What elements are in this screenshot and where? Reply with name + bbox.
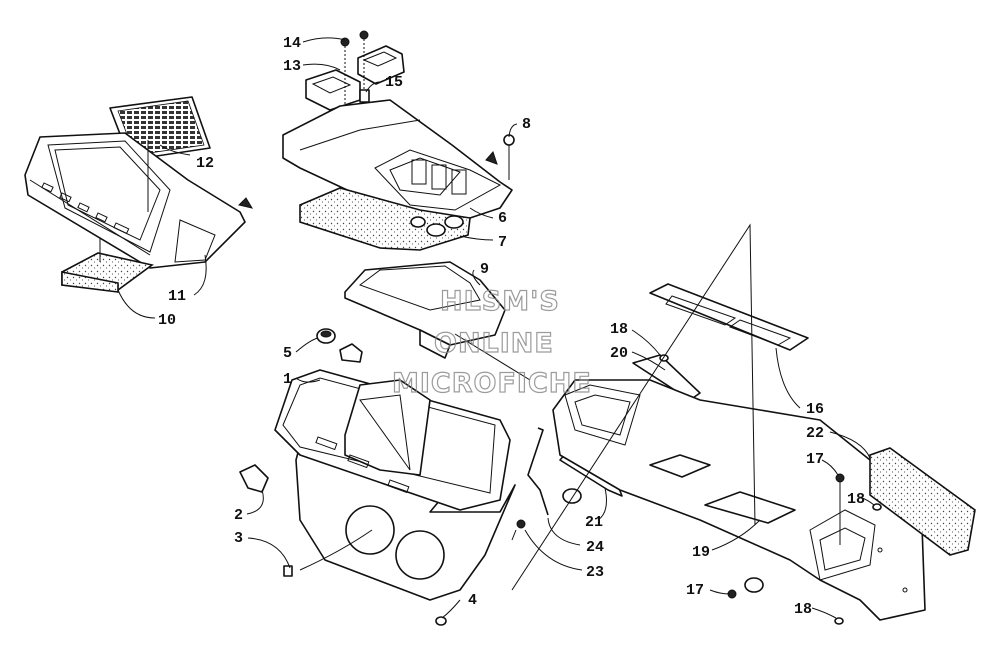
- part-10-foam-pad: [61, 252, 154, 293]
- part-4-nut: [435, 616, 447, 626]
- part-22-foam: [869, 447, 976, 556]
- part-17-screw: [727, 473, 845, 599]
- part-2-latch: [239, 464, 269, 493]
- callout-7: 7: [498, 234, 507, 251]
- callout-20: 20: [610, 345, 628, 362]
- callout-3: 3: [234, 530, 243, 547]
- callout-9: 9: [480, 261, 489, 278]
- part-19-console: [552, 379, 926, 621]
- callout-18-c: 18: [794, 601, 812, 618]
- part-15-spacer: [359, 89, 370, 103]
- callout-6: 6: [498, 210, 507, 227]
- watermark-line-2: ONLINE: [434, 328, 554, 359]
- callout-12: 12: [196, 155, 214, 172]
- callout-13: 13: [283, 58, 301, 75]
- callout-leaders: [117, 37, 875, 619]
- part-5-grommet: [316, 328, 336, 344]
- callout-17-a: 17: [806, 451, 824, 468]
- callout-21: 21: [585, 514, 603, 531]
- callout-18-b: 18: [847, 491, 865, 508]
- callout-5: 5: [283, 345, 292, 362]
- callout-4: 4: [468, 592, 477, 609]
- part-23-screw: [511, 519, 526, 541]
- part-11-housing: [24, 132, 254, 269]
- callout-19: 19: [692, 544, 710, 561]
- callout-22: 22: [806, 425, 824, 442]
- part-6-tray: [282, 99, 513, 225]
- part-8-push-pin: [503, 134, 515, 180]
- part-18-nut: [659, 354, 882, 625]
- callout-10: 10: [158, 312, 176, 329]
- part-16-gasket: [649, 283, 809, 351]
- part-24-rod: [527, 427, 549, 516]
- callout-24: 24: [586, 539, 604, 556]
- part-1-box: [274, 343, 516, 601]
- part-13-relay: [305, 45, 405, 111]
- watermark-line-1: HLSM'S: [440, 286, 560, 317]
- part-3-clip: [283, 565, 293, 577]
- callout-11: 11: [168, 288, 186, 305]
- callout-18-a: 18: [610, 321, 628, 338]
- callout-14: 14: [283, 35, 301, 52]
- watermark-line-3: MICROFICHE: [392, 368, 592, 399]
- part-7-foam-pad: [299, 187, 471, 251]
- part-9-lid: [344, 261, 506, 359]
- callout-15: 15: [385, 74, 403, 91]
- callout-1: 1: [283, 371, 292, 388]
- callouts: 14 13 15 8 12 6 7 9 11 10 5 1 2 3 4 24 2…: [158, 35, 865, 618]
- callout-16: 16: [806, 401, 824, 418]
- callout-8: 8: [522, 116, 531, 133]
- callout-23: 23: [586, 564, 604, 581]
- callout-2: 2: [234, 507, 243, 524]
- watermark: HLSM'S ONLINE MICROFICHE: [391, 285, 592, 399]
- callout-17-b: 17: [686, 582, 704, 599]
